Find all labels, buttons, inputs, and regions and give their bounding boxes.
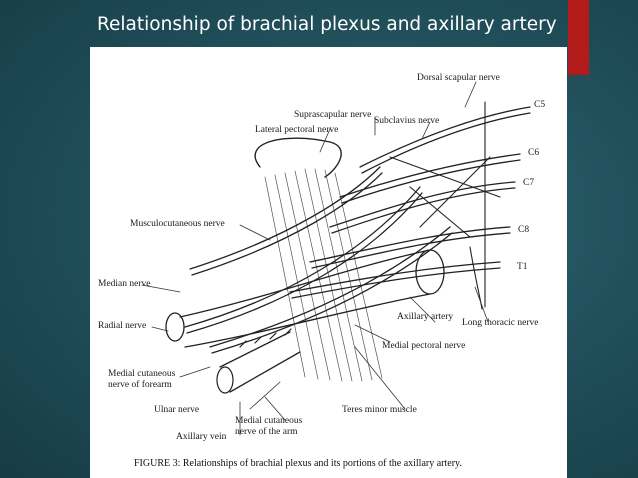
- teres-fibres: [264, 168, 383, 382]
- label-subclavius-nerve: Subclavius nerve: [374, 116, 440, 126]
- label-axillary-artery: Axillary artery: [397, 312, 454, 322]
- label-medial-cutaneous-arm-1: Medial cutaneous: [235, 416, 303, 426]
- label-lateral-pectoral-nerve: Lateral pectoral nerve: [255, 125, 339, 135]
- label-teres-minor-muscle: Teres minor muscle: [342, 405, 417, 415]
- radial-stump: [165, 312, 185, 342]
- slide-title: Relationship of brachial plexus and axil…: [97, 14, 557, 35]
- label-suprascapular-nerve: Suprascapular nerve: [294, 110, 372, 120]
- lateral-cord: [189, 166, 381, 270]
- axillary-artery-tube: [179, 249, 431, 348]
- label-c5: C5: [534, 100, 546, 110]
- figure-caption: FIGURE 3: Relationships of brachial plex…: [134, 458, 462, 469]
- figure-panel: Dorsal scapular nerve C5 Suprascapular n…: [90, 47, 567, 478]
- label-t1: T1: [517, 262, 528, 272]
- label-median-nerve: Median nerve: [98, 279, 151, 289]
- artery-end: [415, 249, 445, 295]
- lateral-cord-2: [191, 172, 383, 276]
- label-axillary-vein: Axillary vein: [176, 432, 227, 442]
- label-long-thoracic-nerve: Long thoracic nerve: [462, 318, 539, 328]
- label-medial-cutaneous-arm-2: nerve of the arm: [235, 427, 298, 437]
- label-c7: C7: [523, 178, 535, 188]
- label-medial-cutaneous-forearm-2: nerve of forearm: [108, 380, 172, 390]
- accent-bar: [568, 0, 589, 75]
- medial-cord-2: [211, 232, 453, 354]
- posterior-cord-2: [186, 192, 423, 334]
- medial-cord: [209, 226, 451, 348]
- posterior-cord: [184, 186, 421, 328]
- label-medial-cutaneous-forearm-1: Medial cutaneous: [108, 369, 176, 379]
- label-ulnar-nerve: Ulnar nerve: [154, 405, 200, 415]
- axillary-vein-tube: [219, 331, 301, 393]
- label-c8: C8: [518, 225, 530, 235]
- nerve-roots: [289, 106, 531, 299]
- scapula-outline: [254, 137, 342, 178]
- label-c6: C6: [528, 148, 540, 158]
- label-medial-pectoral-nerve: Medial pectoral nerve: [382, 341, 466, 351]
- label-dorsal-scapular-nerve: Dorsal scapular nerve: [417, 73, 500, 83]
- label-radial-nerve: Radial nerve: [98, 321, 147, 331]
- label-musculocutaneous-nerve: Musculocutaneous nerve: [130, 219, 225, 229]
- cross-branch: [389, 156, 501, 238]
- brachial-plexus-illustration: [141, 81, 531, 436]
